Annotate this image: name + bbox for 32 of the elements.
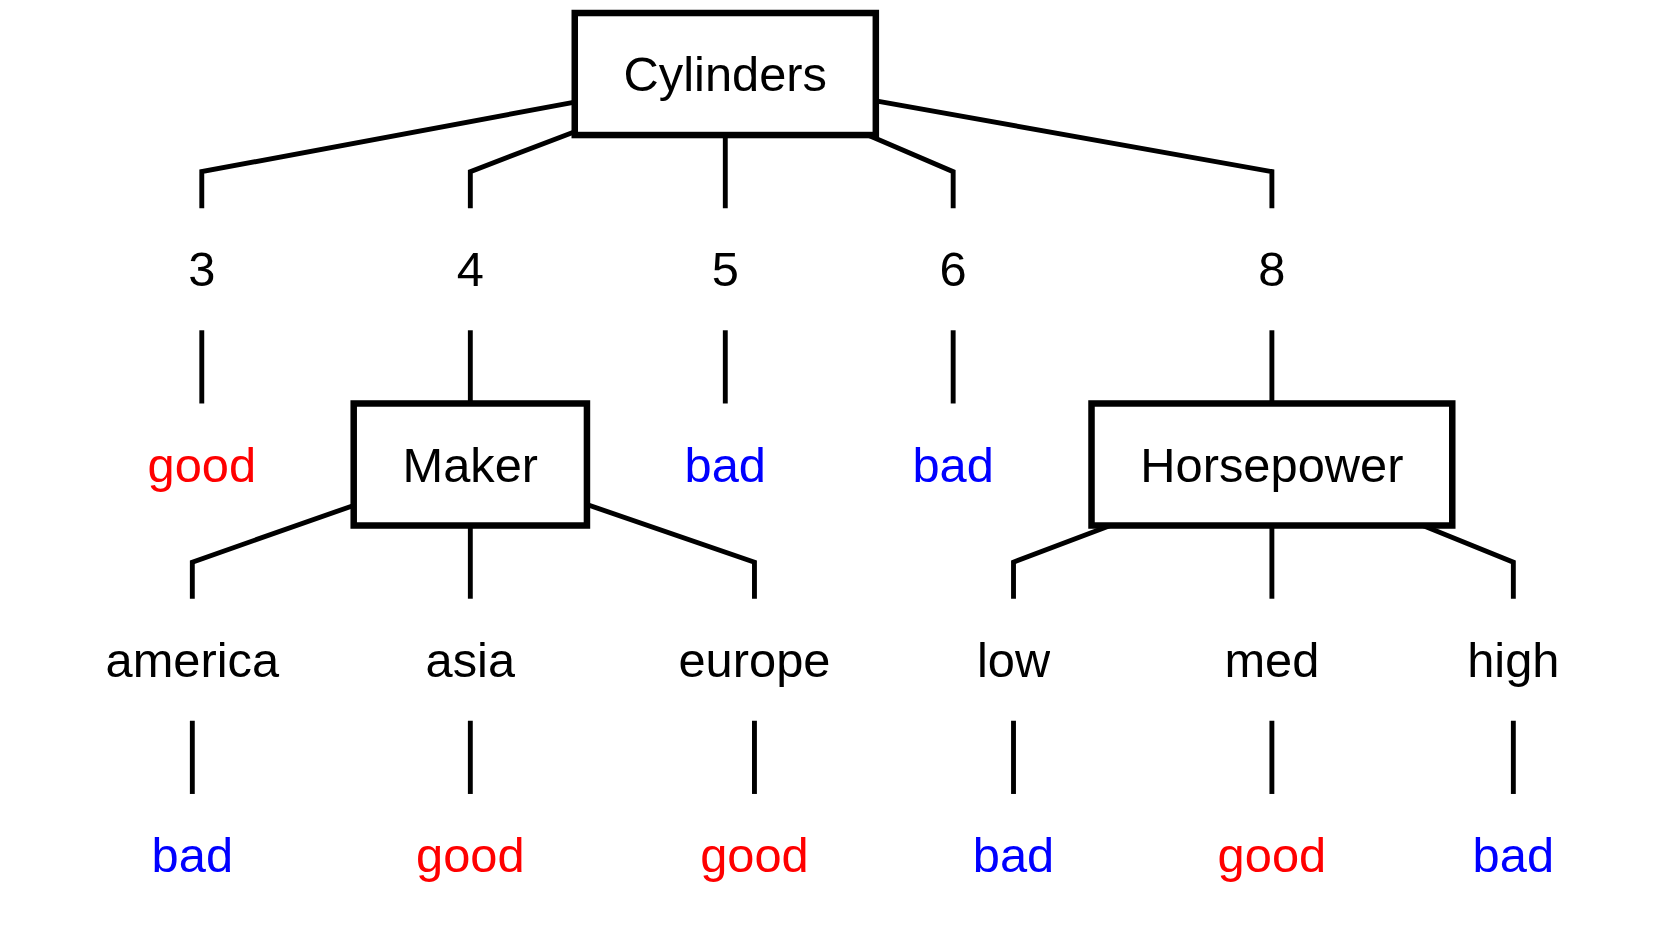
node-text: 4 — [456, 242, 484, 297]
node-text: bad — [972, 828, 1055, 882]
node-text: europe — [678, 632, 831, 687]
node-text: good — [700, 828, 809, 882]
connector — [199, 330, 205, 404]
node-text: med — [1224, 632, 1320, 687]
node-text: 3 — [188, 242, 216, 297]
connector — [467, 720, 473, 794]
node-text: bad — [912, 437, 994, 492]
connector — [1011, 720, 1016, 794]
node-text: 5 — [711, 242, 739, 297]
node-text: 6 — [939, 242, 967, 297]
connector — [752, 720, 757, 794]
node-text: low — [976, 632, 1051, 687]
node-text: bad — [684, 437, 767, 492]
connector — [1510, 720, 1516, 794]
node-text: bad — [151, 828, 234, 882]
node-text: america — [105, 632, 280, 687]
node-text: good — [147, 437, 257, 492]
node-text: asia — [425, 632, 516, 687]
connector — [1269, 720, 1275, 794]
connector — [189, 720, 195, 794]
node-text: good — [416, 828, 525, 882]
node-box: Cylinders — [571, 9, 880, 139]
node-box: Horsepower — [1088, 400, 1456, 529]
node-box: Maker — [350, 400, 591, 529]
node-text: good — [1217, 828, 1327, 882]
node-text: high — [1467, 632, 1560, 687]
connector — [950, 330, 956, 404]
node-text: 8 — [1258, 242, 1286, 297]
node-text: bad — [1472, 828, 1555, 882]
connector — [722, 330, 728, 404]
